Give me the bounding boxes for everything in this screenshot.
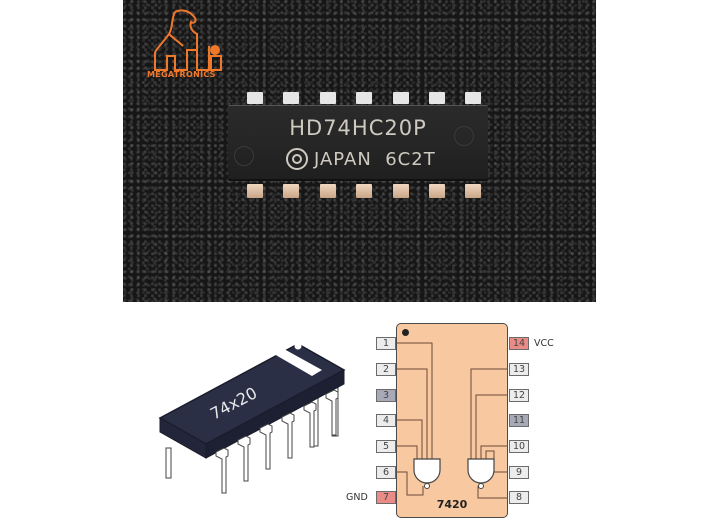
logo-wordmark: MEGATRONICS [147,70,216,79]
dip14-package-icon: 74x20 [158,342,346,494]
chip-pin [393,92,409,104]
nand4-gate-2-icon [467,458,495,489]
chip-pin [320,184,336,198]
chip-pin [429,92,445,104]
nand4-gate-1-icon [413,458,441,489]
pin-10: 10 [509,440,529,453]
pin-12: 12 [509,389,529,402]
chip-pin [465,92,481,104]
chip-pin [320,92,336,104]
pin-5: 5 [376,440,396,453]
chip-origin-text: JAPAN 6C2T [314,148,436,170]
megatronics-logo-icon [154,9,222,71]
internal-wiring [397,342,508,499]
pin1-marker-icon [402,329,409,336]
chip-pin [429,184,445,198]
chip-pin [247,92,263,104]
pin-2: 2 [376,363,396,376]
pinout-diagram: 1 2 3 4 5 6 7 GND 14 VCC 13 12 11 10 9 8… [346,320,590,524]
pin-3-nc: 3 [376,389,396,402]
chip-pin [283,184,299,198]
pin-4: 4 [376,414,396,427]
gnd-label: GND [346,492,368,503]
chip-pin [283,92,299,104]
chip-pin [393,184,409,198]
vcc-label: VCC [534,338,554,349]
pin-11-nc: 11 [509,414,529,427]
ic-3d-illustration: 74x20 [150,320,350,520]
ic-part-name: 7420 [436,498,468,511]
chip-dimple-right [454,126,474,146]
pin-6: 6 [376,466,396,479]
hitachi-logo-icon [286,148,308,170]
pin-8: 8 [509,491,529,504]
chip-pin [465,184,481,198]
chip-pin [356,184,372,198]
chip-part-number: HD74HC20P [289,116,427,140]
pin-1: 1 [376,337,396,350]
product-photo: MEGATRONICS HD74HC20P JAPAN 6C2T [123,0,596,302]
chip-pin [356,92,372,104]
pin-13: 13 [509,363,529,376]
chip-pin [247,184,263,198]
pin-14-vcc: 14 [509,337,529,350]
pin-9: 9 [509,466,529,479]
chip-dimple-left [234,146,254,166]
chip-body: HD74HC20P JAPAN 6C2T [228,105,488,181]
pin-7-gnd: 7 [376,491,396,504]
chip-origin-line: JAPAN 6C2T [286,148,436,170]
